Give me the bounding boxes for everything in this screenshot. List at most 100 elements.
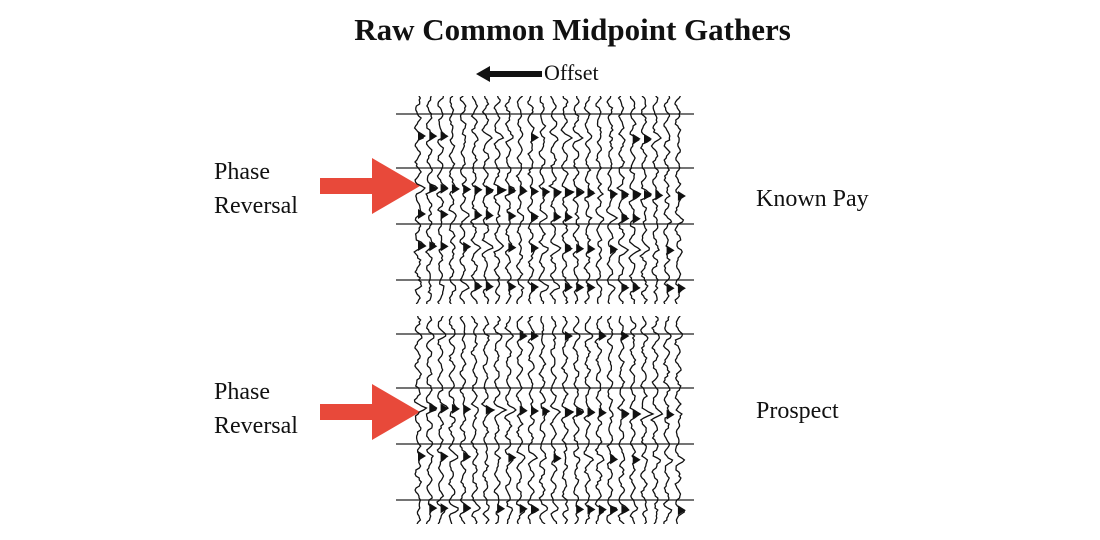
figure-title: Raw Common Midpoint Gathers <box>354 12 791 47</box>
seismic-trace <box>493 96 508 304</box>
trace-peak <box>655 190 664 201</box>
trace-peak <box>508 452 517 463</box>
seismic-trace <box>571 316 585 524</box>
trace-peak <box>485 210 494 221</box>
phase-reversal-label-2: Phase Reversal <box>214 379 298 439</box>
seismic-trace <box>436 96 449 304</box>
trace-peak <box>610 244 619 255</box>
trace-peak <box>519 331 528 341</box>
seismic-trace <box>504 316 517 524</box>
seismic-trace <box>628 316 642 524</box>
seismic-trace <box>606 316 618 524</box>
trace-peak <box>463 451 472 462</box>
trace-peak <box>485 281 494 292</box>
trace-peak <box>621 504 630 515</box>
seismic-trace <box>583 96 595 304</box>
trace-peak <box>508 281 517 292</box>
trace-peak <box>531 211 539 222</box>
offset-label: Offset <box>544 60 599 85</box>
trace-peak <box>474 210 483 221</box>
trace-peak <box>531 406 539 416</box>
trace-peak <box>463 404 472 415</box>
trace-peak <box>531 504 539 514</box>
trace-peak <box>564 406 573 417</box>
seismic-trace <box>537 96 550 304</box>
trace-peak <box>440 403 449 414</box>
trace-peak <box>598 331 607 341</box>
seismic-trace <box>650 96 662 304</box>
trace-peak <box>576 504 585 515</box>
seismic-trace <box>425 316 438 524</box>
trace-peak <box>677 505 686 516</box>
trace-peak <box>429 503 438 514</box>
trace-peak <box>621 331 630 341</box>
trace-peak <box>621 213 630 224</box>
seismic-trace <box>527 316 540 524</box>
seismic-gather-prospect <box>396 316 700 524</box>
seismic-trace <box>424 96 439 304</box>
trace-peak <box>485 185 494 196</box>
seismic-trace <box>481 96 494 304</box>
seismic-trace <box>639 316 655 524</box>
trace-peak <box>632 213 641 224</box>
trace-peak <box>429 241 438 252</box>
trace-peak <box>418 131 426 141</box>
trace-peak <box>542 186 551 197</box>
trace-peak <box>451 184 460 195</box>
trace-peak <box>576 243 585 254</box>
trace-peak <box>519 503 528 514</box>
seismic-trace <box>447 316 459 524</box>
trace-peak <box>485 404 494 415</box>
trace-peak <box>531 186 539 197</box>
phase-reversal-arrow-1 <box>320 158 420 214</box>
seismic-trace <box>628 96 642 304</box>
seismic-trace <box>560 96 575 304</box>
trace-peak <box>632 282 641 293</box>
seismic-trace <box>547 96 563 304</box>
trace-peak <box>519 405 528 416</box>
seismic-trace <box>515 96 527 304</box>
trace-peak <box>598 504 607 515</box>
seismic-trace <box>594 316 605 524</box>
prospect-label: Prospect <box>756 398 839 424</box>
trace-peak <box>576 187 585 198</box>
trace-peak <box>587 244 596 254</box>
trace-peak <box>531 282 539 292</box>
trace-peak <box>474 281 483 292</box>
phase-reversal-label-1: Phase Reversal <box>214 159 298 219</box>
seismic-trace <box>616 316 630 524</box>
seismic-trace <box>504 96 516 304</box>
trace-peak <box>440 451 449 462</box>
trace-peak <box>440 241 449 252</box>
trace-peak <box>587 188 596 199</box>
seismic-trace <box>674 96 685 304</box>
trace-peak <box>440 131 449 142</box>
trace-peak <box>632 189 641 200</box>
trace-peak <box>418 209 426 219</box>
trace-peak <box>666 245 675 256</box>
trace-peak <box>508 185 517 196</box>
trace-peak <box>621 408 630 419</box>
trace-peak <box>587 407 596 418</box>
trace-peak <box>519 186 528 197</box>
trace-peak <box>564 187 573 198</box>
seismic-trace <box>538 316 549 524</box>
seismic-trace <box>663 96 673 304</box>
seismic-trace <box>639 96 652 304</box>
seismic-trace <box>469 96 482 304</box>
trace-peak <box>429 403 438 414</box>
trace-peak <box>429 131 438 142</box>
trace-peak <box>587 282 596 293</box>
trace-peak <box>677 283 686 294</box>
trace-peak <box>564 282 573 293</box>
trace-peak <box>576 407 585 418</box>
trace-peak <box>542 406 551 417</box>
trace-peak <box>564 331 573 341</box>
seismic-trace <box>605 96 619 304</box>
trace-peak <box>632 133 641 144</box>
trace-peak <box>531 243 539 253</box>
seismic-trace <box>549 316 562 524</box>
trace-peak <box>632 408 641 419</box>
trace-peak <box>497 503 506 514</box>
trace-peak <box>598 407 607 418</box>
